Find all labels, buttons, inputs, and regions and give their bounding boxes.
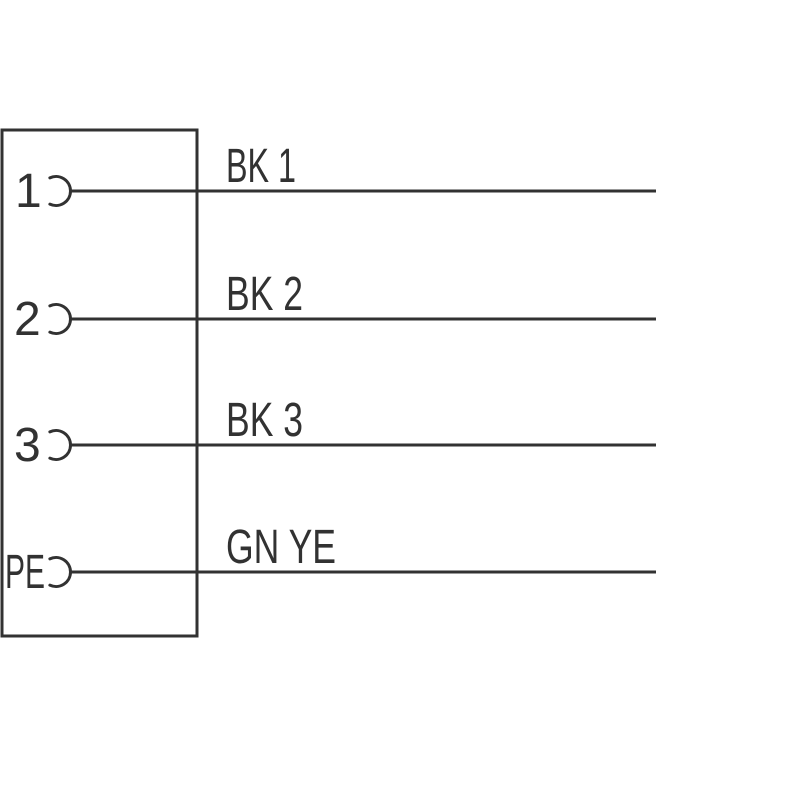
contact-socket-icon: [48, 556, 72, 588]
contact-socket-icon: [48, 303, 72, 335]
pin-number-label: 2: [14, 293, 41, 346]
pin-number-label: 3: [14, 419, 41, 472]
pin-row-1: 1 BK 1: [15, 140, 656, 218]
pin-number-label: PE: [5, 546, 45, 599]
pin-row-3: 3 BK 3: [14, 394, 656, 472]
contact-socket-icon: [48, 175, 72, 207]
pin-row-PE: PE GN YE: [5, 521, 656, 599]
wire-color-label: BK 2: [226, 268, 303, 321]
wire-color-label: GN YE: [226, 521, 336, 574]
wire-color-label: BK 3: [226, 394, 303, 447]
wire-color-label: BK 1: [226, 140, 296, 193]
pin-row-2: 2 BK 2: [14, 268, 656, 346]
pin-number-label: 1: [15, 165, 42, 218]
contact-socket-icon: [48, 429, 72, 461]
connector-body: [0, 128, 199, 638]
